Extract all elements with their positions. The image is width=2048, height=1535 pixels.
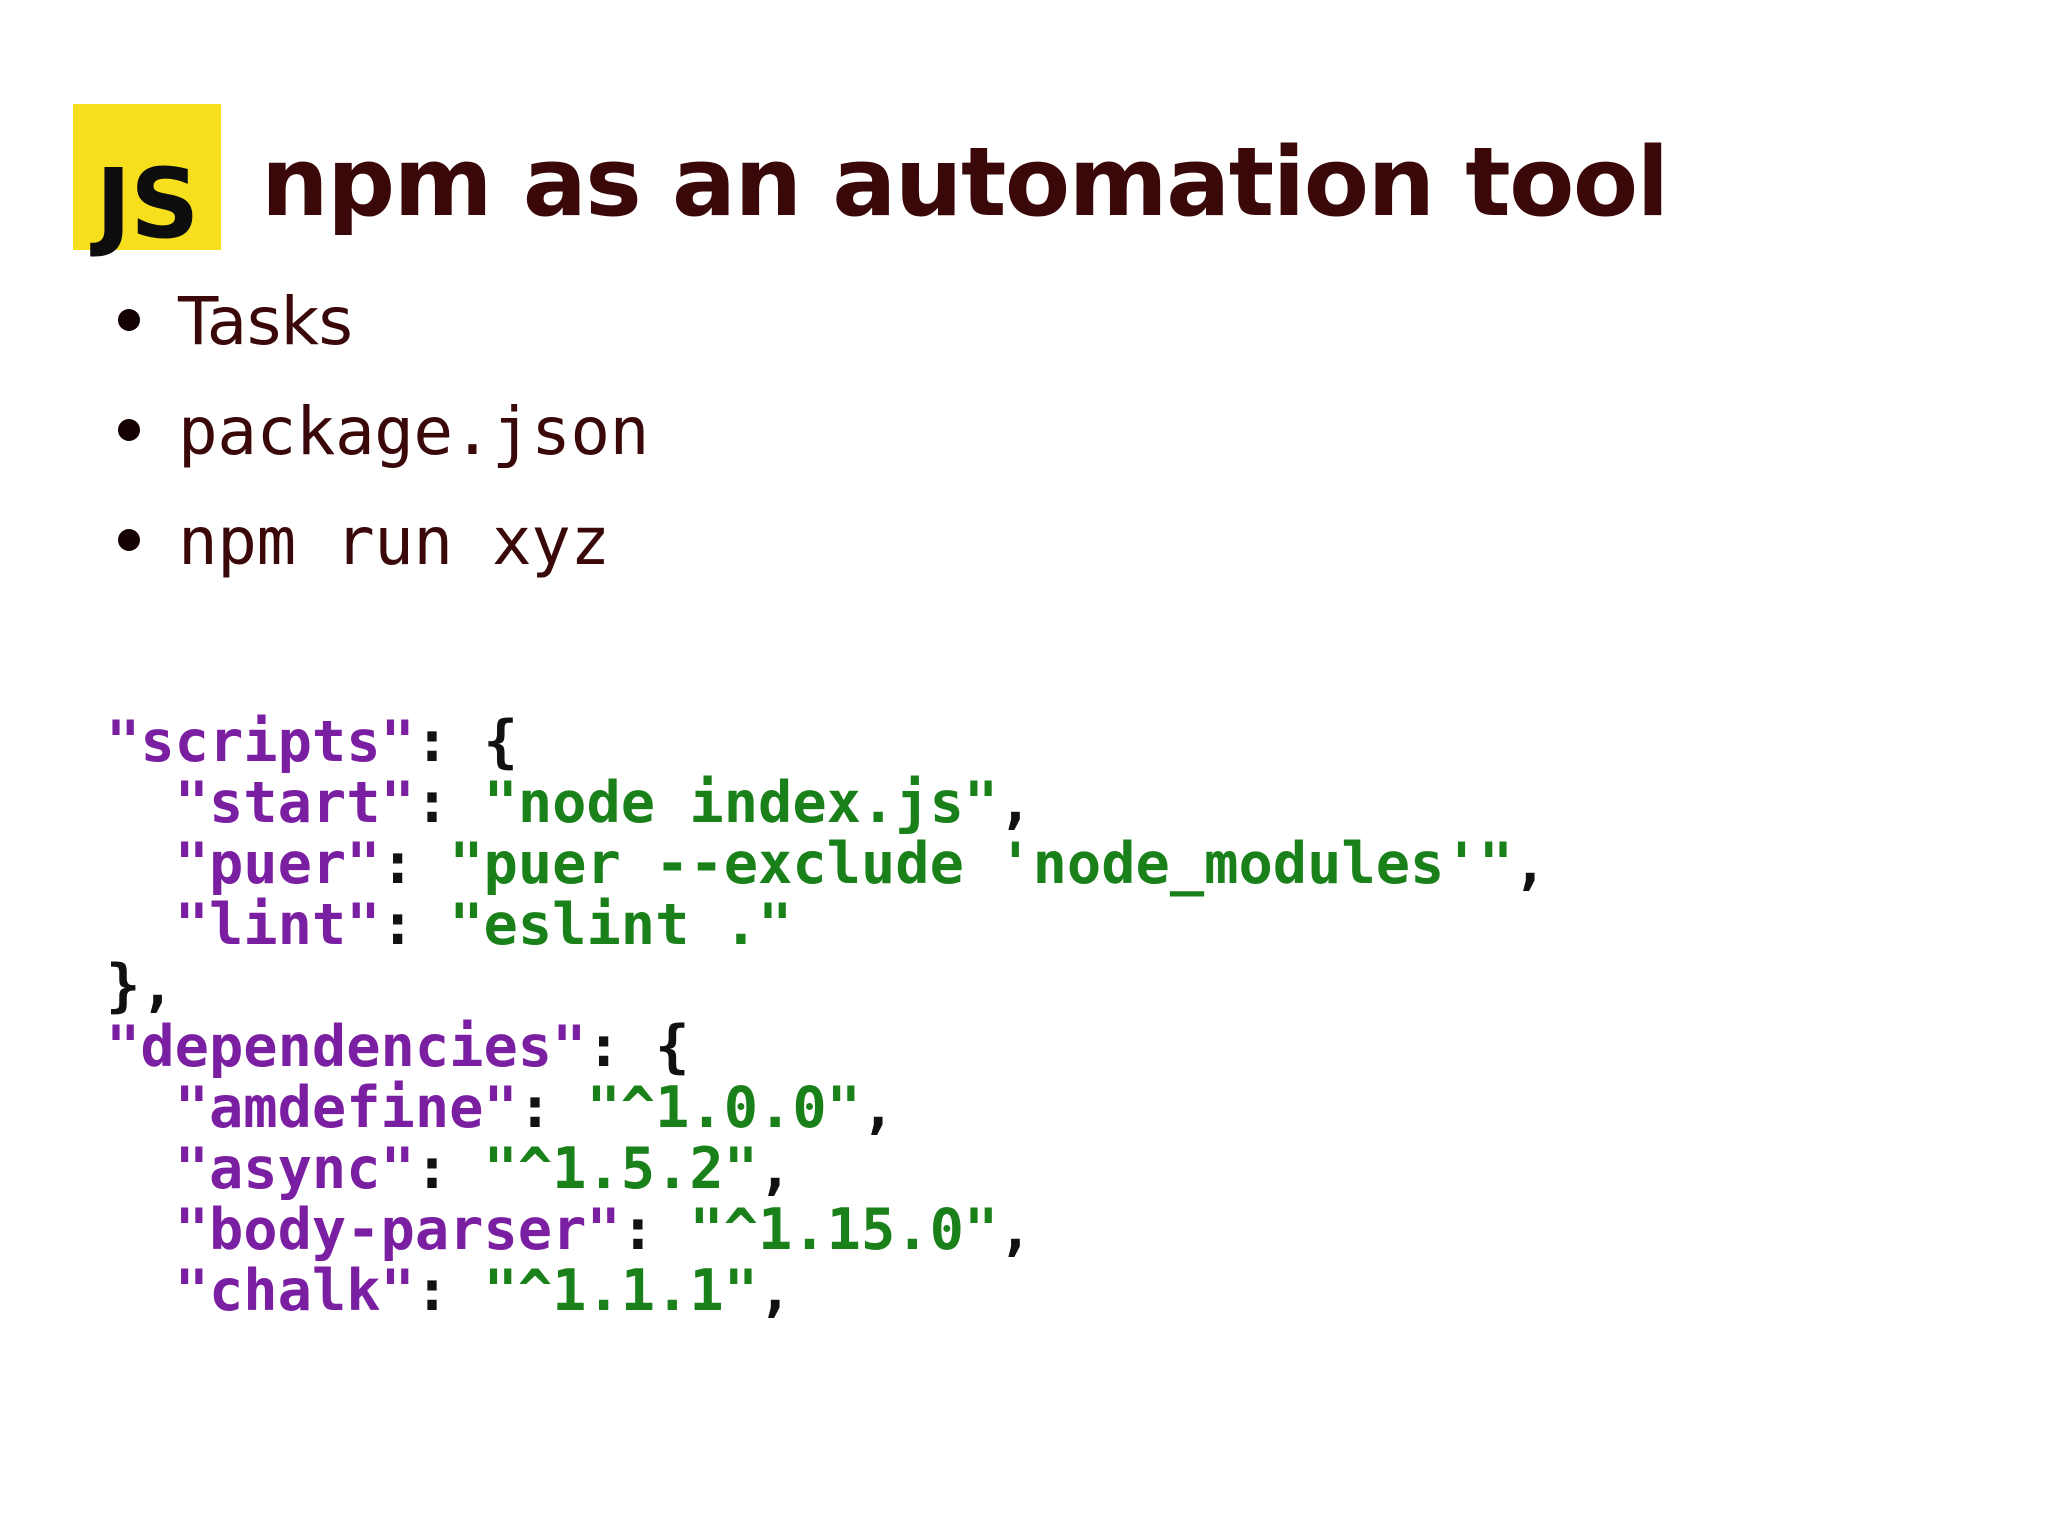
code-token-string: "^1.1.1"	[483, 1258, 759, 1324]
code-token-punct: },	[106, 953, 175, 1019]
code-line: "body-parser": "^1.15.0",	[106, 1197, 1033, 1263]
code-token-punct: : {	[414, 709, 518, 775]
code-token-key: "scripts"	[106, 709, 415, 775]
bullet-list: Tasks package.json npm run xyz	[118, 285, 649, 615]
code-token-string: "eslint ."	[449, 892, 793, 958]
list-item-label: package.json	[178, 392, 649, 470]
code-token-key: "body-parser"	[174, 1197, 621, 1263]
code-line: "chalk": "^1.1.1",	[106, 1258, 793, 1324]
code-token-key: "chalk"	[174, 1258, 415, 1324]
code-token-string: "node index.js"	[483, 770, 999, 836]
code-token-string: "^1.15.0"	[689, 1197, 999, 1263]
javascript-logo-label: JS	[95, 147, 200, 260]
code-token-punct: :	[620, 1197, 690, 1263]
list-item: npm run xyz	[118, 502, 649, 580]
code-token-key: "puer"	[174, 831, 381, 897]
code-token-punct: :	[380, 892, 450, 958]
code-token-punct: ,	[758, 1258, 793, 1324]
code-line: "async": "^1.5.2",	[106, 1136, 793, 1202]
code-token-punct: :	[517, 1075, 587, 1141]
list-item-label: npm run xyz	[178, 502, 610, 580]
code-line: "lint": "eslint ."	[106, 892, 793, 958]
code-token-punct: ,	[758, 1136, 793, 1202]
list-item-label: Tasks	[178, 283, 353, 360]
code-token-punct: ,	[998, 1197, 1033, 1263]
code-snippet: "scripts": { "start": "node index.js", "…	[106, 712, 1547, 1322]
code-line: "amdefine": "^1.0.0",	[106, 1075, 896, 1141]
code-token-key: "lint"	[174, 892, 381, 958]
list-item: Tasks	[118, 285, 649, 359]
code-token-punct: :	[414, 1136, 484, 1202]
bullet-dot-icon	[118, 418, 140, 441]
code-token-string: "^1.0.0"	[586, 1075, 861, 1141]
code-token-string: "^1.5.2"	[483, 1136, 759, 1202]
page-title: npm as an automation tool	[261, 127, 1669, 238]
bullet-dot-icon	[118, 309, 140, 331]
code-token-punct: :	[414, 770, 484, 836]
code-token-punct: ,	[998, 770, 1033, 836]
code-line: "scripts": {	[106, 709, 518, 775]
bullet-dot-icon	[118, 528, 140, 551]
code-token-punct: ,	[1513, 831, 1548, 897]
slide-header: JS npm as an automation tool	[73, 66, 1669, 288]
code-token-punct: : {	[586, 1014, 690, 1080]
code-line: },	[106, 953, 175, 1019]
code-token-string: "puer --exclude 'node_modules'"	[449, 831, 1514, 897]
list-item: package.json	[118, 392, 649, 470]
code-line: "puer": "puer --exclude 'node_modules'",	[106, 831, 1548, 897]
code-token-key: "amdefine"	[174, 1075, 518, 1141]
code-token-key: "start"	[174, 770, 415, 836]
code-line: "start": "node index.js",	[106, 770, 1033, 836]
javascript-logo-icon: JS	[73, 104, 221, 260]
code-token-punct: ,	[861, 1075, 896, 1141]
code-token-punct: :	[414, 1258, 484, 1324]
code-token-key: "async"	[174, 1136, 415, 1202]
code-token-key: "dependencies"	[106, 1014, 587, 1080]
code-token-punct: :	[380, 831, 450, 897]
code-line: "dependencies": {	[106, 1014, 689, 1080]
